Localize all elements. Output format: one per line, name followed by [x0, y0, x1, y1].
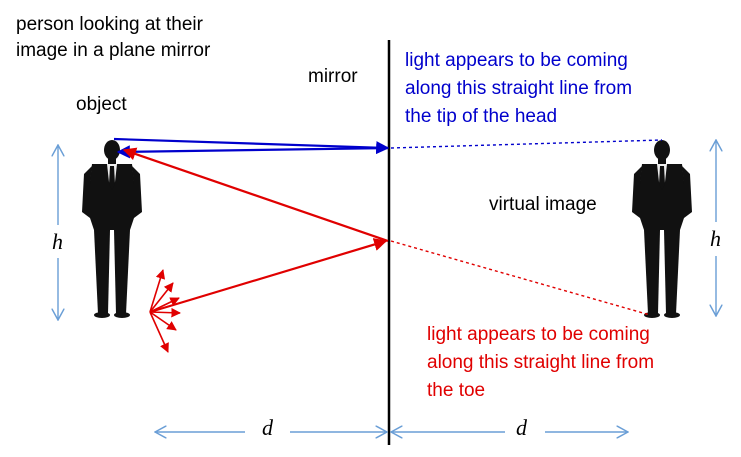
red-ray-incident — [149, 238, 388, 314]
mirror-label: mirror — [308, 66, 358, 87]
toe-scatter-ray — [149, 311, 177, 331]
blue-ray-reflected — [116, 145, 389, 159]
toe-scatter-ray — [149, 297, 180, 313]
toe-scatter-ray — [149, 282, 174, 313]
blue-note-line-3: the tip of the head — [405, 106, 557, 127]
height-label-right: h — [710, 226, 721, 251]
blue-note-line-1: light appears to be coming — [405, 50, 628, 71]
blue-ray-incident — [113, 137, 390, 155]
blue-ray-virtual-extension — [390, 139, 663, 149]
red-note-line-2: along this straight line from — [427, 352, 654, 373]
distance-label-left: d — [262, 415, 274, 440]
toe-scatter-ray — [149, 307, 181, 318]
red-ray-virtual-extension — [390, 240, 651, 316]
person-virtual-image-figure — [632, 140, 692, 318]
toe-scatter-ray — [149, 311, 169, 353]
red-ray-reflected — [122, 147, 389, 243]
red-note-line-3: the toe — [427, 380, 485, 401]
toe-scatter-rays — [149, 269, 181, 353]
distance-label-right: d — [516, 415, 528, 440]
blue-note-line-2: along this straight line from — [405, 78, 632, 99]
person-object-figure — [82, 140, 142, 318]
object-label: object — [76, 94, 127, 115]
red-note-line-1: light appears to be coming — [427, 324, 650, 345]
title-line-1: person looking at their — [16, 14, 204, 35]
toe-scatter-ray — [149, 269, 166, 313]
height-label-left: h — [52, 229, 63, 254]
title-line-2: image in a plane mirror — [16, 40, 211, 61]
virtual-image-label: virtual image — [489, 194, 597, 215]
